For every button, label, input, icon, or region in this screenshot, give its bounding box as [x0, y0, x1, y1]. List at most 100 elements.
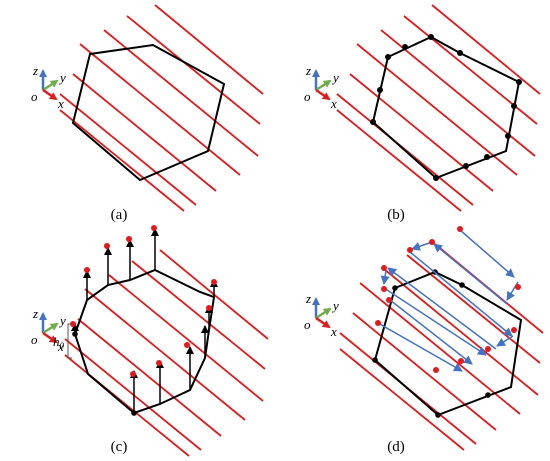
path-arrow: [411, 241, 433, 251]
raised-point: [429, 239, 435, 245]
x-axis-label: x: [330, 324, 337, 339]
raised-point: [184, 342, 190, 348]
vertex-point: [372, 357, 378, 363]
y-axis-label: y: [58, 70, 66, 85]
z-axis-label: z: [305, 63, 311, 78]
height-bracket: [67, 323, 72, 359]
raised-point: [206, 305, 212, 311]
raised-point: [151, 225, 157, 231]
path-arrow: [433, 243, 508, 305]
path-arrow: [383, 287, 487, 356]
vertex-point: [463, 163, 469, 169]
scan-line: [339, 348, 465, 451]
z-axis-label: z: [32, 306, 38, 321]
vertex-point: [385, 54, 391, 60]
vertex-point: [485, 392, 491, 398]
panel-d: z y o x: [304, 226, 544, 455]
layer-contour: [74, 268, 216, 415]
raised-point: [104, 243, 110, 249]
scan-line: [64, 354, 190, 457]
y-axis-label: y: [331, 70, 339, 85]
x-axis-label: x: [57, 339, 64, 354]
origin-label: o: [304, 89, 311, 104]
panel-c: z y o x: [31, 225, 269, 457]
y-axis-icon: [315, 79, 332, 92]
layer-contour: [71, 43, 226, 182]
raised-point: [126, 236, 132, 242]
scan-line: [59, 93, 197, 206]
scan-line: [59, 109, 185, 212]
coordinate-axes: z y o x: [31, 63, 66, 111]
height-annotation: h0: [53, 323, 72, 359]
raised-point: [457, 226, 463, 232]
raised-point: [515, 284, 521, 290]
scan-lines: [59, 4, 264, 212]
height-label: h0: [53, 334, 65, 351]
vertex-points: [72, 331, 137, 416]
raised-point: [407, 247, 413, 253]
vertex-point: [516, 79, 522, 85]
raised-points: [375, 226, 521, 373]
scan-line: [336, 109, 462, 212]
x-axis-label: x: [330, 96, 337, 111]
z-axis-label: z: [32, 63, 38, 78]
height-subscript: 0: [60, 341, 65, 351]
path-arrow: [377, 322, 463, 372]
scan-line: [77, 318, 222, 437]
scan-line: [403, 15, 538, 125]
coordinate-axes: z y o x: [304, 63, 339, 111]
vertex-point: [370, 119, 376, 125]
origin-label: o: [304, 317, 311, 332]
scan-line: [356, 43, 518, 176]
y-axis-icon: [315, 307, 332, 320]
vertex-point: [459, 282, 465, 288]
x-axis-icon: [42, 331, 58, 344]
x-axis-label: x: [57, 96, 64, 111]
raised-point: [156, 360, 162, 366]
y-axis-label: y: [331, 298, 339, 313]
height-symbol: h: [53, 334, 60, 349]
raised-point: [381, 286, 387, 292]
path-arrow: [389, 299, 473, 365]
scan-lines: [64, 249, 269, 457]
path-arrow: [459, 229, 515, 278]
x-axis-icon: [315, 316, 331, 329]
y-axis-icon: [42, 79, 59, 92]
panel-label-d: (d): [387, 439, 405, 455]
vertex-point: [392, 285, 398, 291]
layer-contour: [373, 270, 523, 417]
scan-line: [84, 288, 246, 421]
raised-point: [70, 321, 76, 327]
origin-label: o: [31, 332, 38, 347]
raised-point: [458, 358, 464, 364]
panel-b: z y o x (b): [304, 4, 541, 223]
z-axis-label: z: [305, 291, 311, 306]
scan-line: [103, 29, 259, 157]
scan-line: [64, 338, 202, 451]
vertex-point: [377, 87, 383, 93]
intersection-points: [370, 34, 522, 181]
raised-point: [433, 367, 439, 373]
vertex-point: [435, 412, 441, 418]
panel-a: z y o x (a): [31, 4, 264, 223]
raised-point: [375, 320, 381, 326]
scan-line: [349, 73, 494, 192]
scan-line: [126, 15, 261, 125]
scan-line: [72, 73, 217, 192]
scan-line: [154, 4, 264, 95]
panel-label-c: (c): [111, 439, 128, 455]
scan-line: [79, 43, 241, 176]
path-arrow: [409, 251, 513, 337]
vertex-point: [131, 410, 137, 416]
vertex-point: [457, 50, 463, 56]
layer-contour: [371, 35, 521, 180]
vertex-point: [428, 34, 434, 40]
y-axis-icon: [42, 322, 59, 335]
scan-line: [352, 312, 497, 431]
coordinate-axes: z y o x: [31, 306, 66, 354]
path-arrow: [387, 267, 497, 350]
scan-line: [108, 274, 264, 402]
tool-path: [377, 229, 519, 372]
raised-points: [70, 225, 217, 377]
x-axis-icon: [315, 88, 331, 101]
